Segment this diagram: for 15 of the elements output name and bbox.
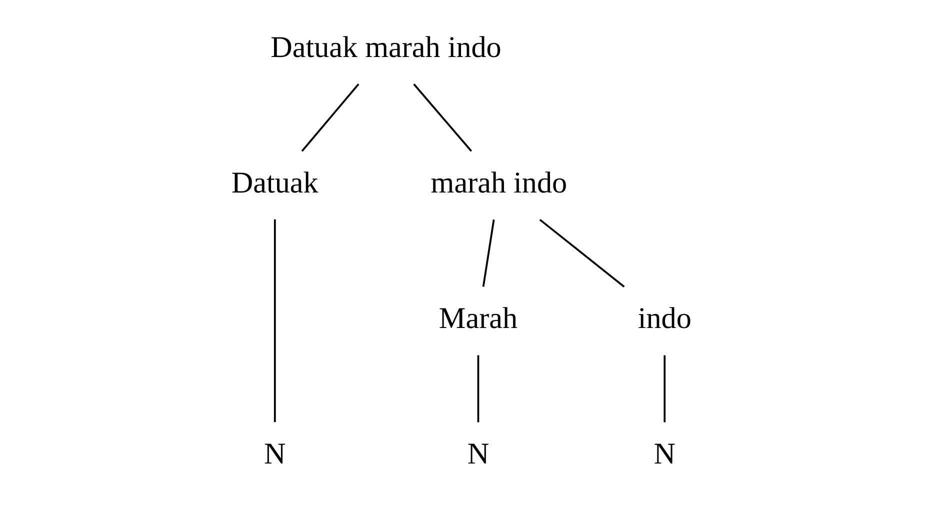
- node-text: N: [264, 436, 286, 470]
- node-text: indo: [638, 300, 692, 335]
- connector: [664, 355, 666, 422]
- connector: [274, 219, 276, 422]
- node-text: Datuak: [231, 165, 318, 200]
- connector: [477, 355, 480, 422]
- connector: [482, 220, 495, 287]
- node-text: Datuak marah indo: [270, 30, 502, 64]
- connector: [413, 84, 472, 152]
- connector: [539, 218, 625, 288]
- node-text: Marah: [438, 300, 518, 335]
- node-text: N: [467, 436, 490, 470]
- node-text: marah indo: [430, 165, 568, 200]
- node-text: N: [654, 436, 676, 470]
- connector: [301, 84, 360, 152]
